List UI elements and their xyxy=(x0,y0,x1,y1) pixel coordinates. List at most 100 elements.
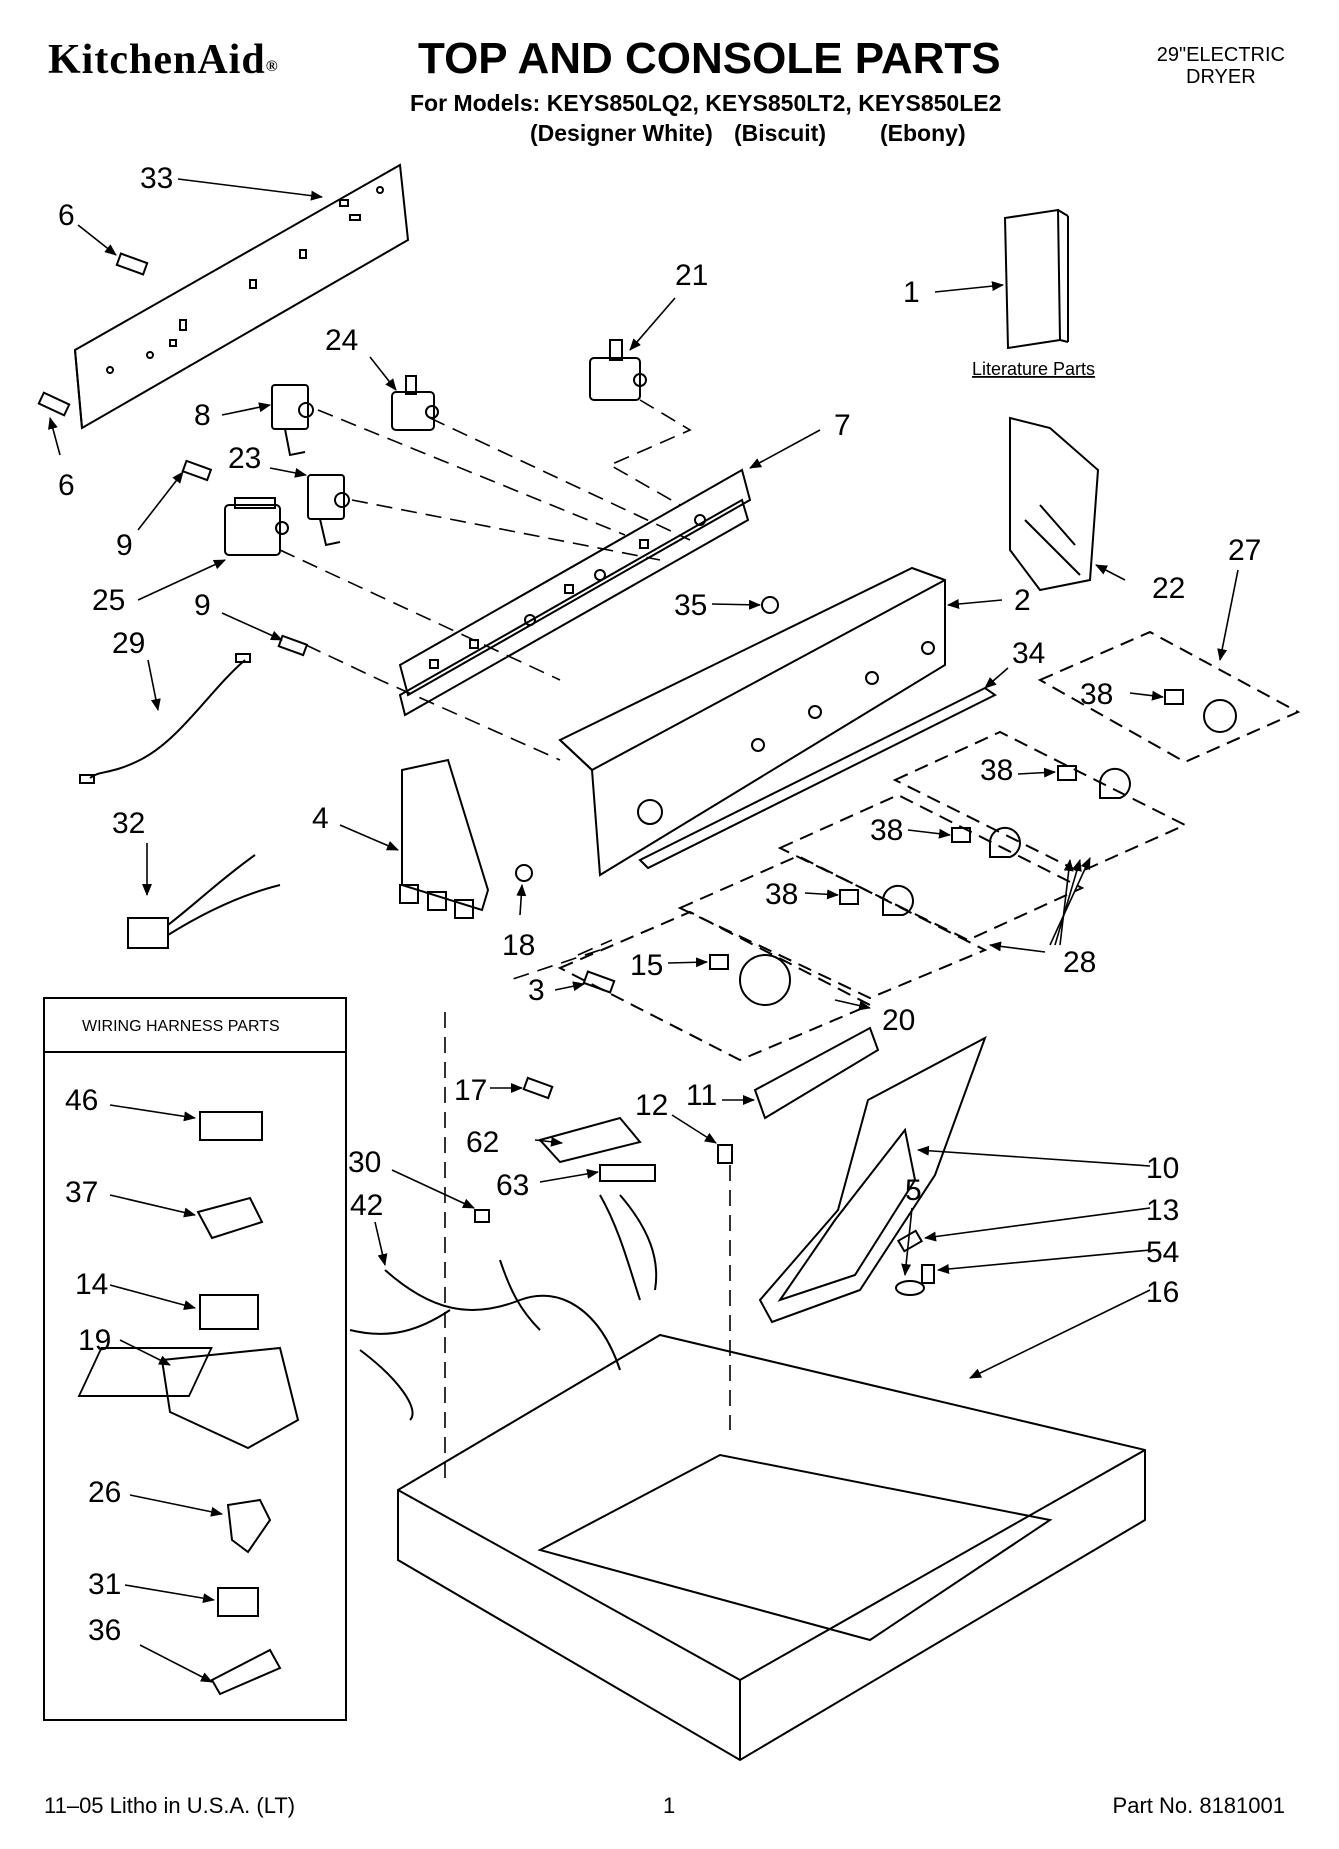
callout-20: 20 xyxy=(882,1004,915,1037)
connector-19 xyxy=(160,1346,300,1450)
selector-switch-21 xyxy=(589,339,647,401)
models-line: For Models: KEYS850LQ2, KEYS850LT2, KEYS… xyxy=(410,90,1002,116)
literature-booklet-1 xyxy=(1003,208,1069,350)
dryer-top-16 xyxy=(77,1333,1146,1762)
callout-9-upper: 9 xyxy=(116,529,133,562)
callout-6-upper: 6 xyxy=(58,199,75,232)
lint-cover-11 xyxy=(753,1026,880,1120)
clip-26 xyxy=(226,1498,272,1554)
callout-62: 62 xyxy=(466,1126,499,1159)
brand-registered-mark: ® xyxy=(265,58,279,75)
callout-54: 54 xyxy=(1146,1236,1179,1269)
screw-54 xyxy=(921,1264,935,1284)
terminal-block-63 xyxy=(599,1164,656,1182)
screw-17 xyxy=(522,1076,554,1100)
callout-46: 46 xyxy=(65,1084,98,1117)
callout-17: 17 xyxy=(454,1074,487,1107)
callout-38-a: 38 xyxy=(1080,678,1113,711)
callout-5: 5 xyxy=(905,1174,922,1207)
knob-group-27 xyxy=(1037,630,1301,764)
timer-knob-group-20 xyxy=(557,910,873,1062)
screw-6-lower xyxy=(37,391,71,417)
connector-37 xyxy=(196,1196,264,1240)
callout-19: 19 xyxy=(78,1324,111,1357)
callout-26: 26 xyxy=(88,1476,121,1509)
callout-36: 36 xyxy=(88,1614,121,1647)
callout-42: 42 xyxy=(350,1189,383,1222)
callout-12: 12 xyxy=(635,1089,668,1122)
callout-29: 29 xyxy=(112,627,145,660)
timer-25 xyxy=(224,497,289,556)
selector-switch-24 xyxy=(391,375,439,431)
callout-23: 23 xyxy=(228,442,261,475)
callout-8: 8 xyxy=(194,399,211,432)
clip-30 xyxy=(474,1209,490,1223)
console-end-cap-4 xyxy=(399,758,490,919)
callout-34: 34 xyxy=(1012,637,1045,670)
connector-46 xyxy=(199,1111,263,1141)
callout-32: 32 xyxy=(112,807,145,840)
callout-38-d: 38 xyxy=(765,878,798,911)
callout-24: 24 xyxy=(325,324,358,357)
screw-3 xyxy=(582,970,616,994)
label-62 xyxy=(538,1116,642,1164)
push-switch-23 xyxy=(307,474,350,547)
screw-6-upper xyxy=(115,252,149,276)
washer-5 xyxy=(895,1280,925,1296)
callout-38-b: 38 xyxy=(980,754,1013,787)
callout-30: 30 xyxy=(348,1146,381,1179)
console-trim-34 xyxy=(638,686,997,870)
callout-10: 10 xyxy=(1146,1152,1179,1185)
callout-28: 28 xyxy=(1063,946,1096,979)
console-end-cap-22 xyxy=(1009,416,1100,592)
wiring-harness-parts-title: WIRING HARNESS PARTS xyxy=(82,1018,280,1035)
lint-duct-10 xyxy=(758,1035,987,1324)
callout-25: 25 xyxy=(92,584,125,617)
nut-35 xyxy=(761,596,779,614)
callout-31: 31 xyxy=(88,1568,121,1601)
footer-page-number: 1 xyxy=(663,1793,676,1818)
push-switch-8 xyxy=(271,384,314,457)
callout-2: 2 xyxy=(1014,584,1031,617)
callout-leaders xyxy=(48,178,1239,1683)
callout-33: 33 xyxy=(140,162,173,195)
brand-logo: KitchenAid® xyxy=(48,36,279,84)
product-type: 29"ELECTRIC DRYER xyxy=(1157,44,1285,88)
screw-9-lower xyxy=(277,634,309,657)
brand-name: KitchenAid xyxy=(48,37,266,83)
product-line-1: 29"ELECTRIC xyxy=(1156,44,1285,66)
color-biscuit: (Biscuit) xyxy=(734,120,826,146)
color-ebony: (Ebony) xyxy=(880,120,966,146)
terminal-36 xyxy=(210,1648,282,1696)
callout-9-lower: 9 xyxy=(194,589,211,622)
callout-11: 11 xyxy=(686,1079,717,1112)
screw-13 xyxy=(896,1229,924,1253)
callout-37: 37 xyxy=(65,1176,98,1209)
literature-parts-label: Literature Parts xyxy=(972,359,1095,379)
callout-15: 15 xyxy=(630,949,663,982)
footer-part-number: Part No. 8181001 xyxy=(1112,1793,1285,1818)
callout-27: 27 xyxy=(1228,534,1261,567)
callout-13: 13 xyxy=(1146,1194,1179,1227)
page-title: TOP AND CONSOLE PARTS xyxy=(418,34,1001,83)
connector-31 xyxy=(217,1587,259,1617)
callout-22: 22 xyxy=(1152,572,1185,605)
clip-12 xyxy=(717,1144,733,1164)
wiring-harness-parts-box xyxy=(43,997,347,1721)
callout-21: 21 xyxy=(675,259,708,292)
screw-18 xyxy=(515,864,533,882)
console-bracket-7 xyxy=(398,468,752,717)
screw-9-upper xyxy=(181,459,213,482)
callout-1: 1 xyxy=(903,276,920,309)
assembly-guide-lines xyxy=(279,399,731,1480)
callout-18: 18 xyxy=(502,929,535,962)
callout-6-lower: 6 xyxy=(58,469,75,502)
color-designer-white: (Designer White) xyxy=(530,120,713,146)
callout-3: 3 xyxy=(528,974,545,1007)
connector-14 xyxy=(199,1294,259,1330)
knob-group-28 xyxy=(677,730,1188,1000)
rear-control-panel-33 xyxy=(73,163,410,430)
console-panel-2 xyxy=(558,566,946,877)
callout-14: 14 xyxy=(75,1268,108,1301)
